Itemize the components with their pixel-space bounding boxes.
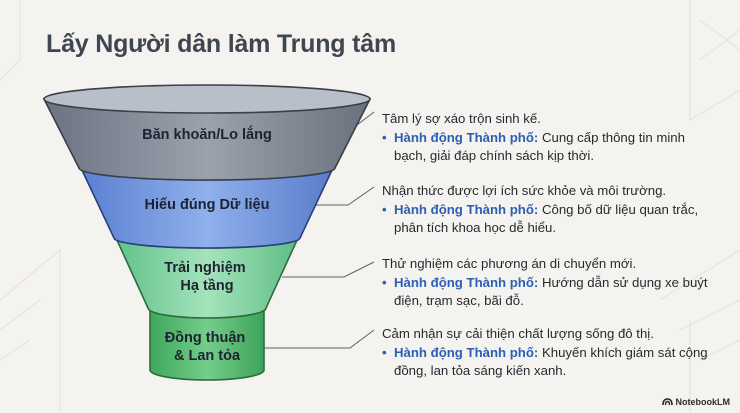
notebooklm-logo-icon xyxy=(661,398,673,406)
page-title: Lấy Người dân làm Trung tâm xyxy=(46,30,396,58)
stage-4-action-label: Hành động Thành phố: xyxy=(394,344,539,360)
stage-3-description: Thử nghiệm các phương án di chuyển mới. … xyxy=(382,255,712,311)
stage-1-summary: Tâm lý sợ xáo trộn sinh kế. xyxy=(382,111,541,126)
stage-4-summary: Cảm nhận sự cải thiện chất lượng sống đô… xyxy=(382,326,654,341)
stage-3-label: Trải nghiệm Hạ tầng xyxy=(164,260,249,294)
connector-line-4 xyxy=(263,329,375,349)
stage-3-action: • Hành động Thành phố: Hướng dẫn sử dụng … xyxy=(382,274,712,311)
bullet-icon: • xyxy=(382,201,387,217)
stage-4-action: • Hành động Thành phố: Khuyến khích giám … xyxy=(382,344,712,381)
connector-line-3 xyxy=(282,261,375,278)
stage-4-action-text: Khuyến khích giám sát cộng đồng, lan tỏa… xyxy=(394,344,708,379)
stage-3-action-text: Hướng dẫn sử dụng xe buýt điện, trạm sạc… xyxy=(394,274,708,309)
bullet-icon: • xyxy=(382,344,387,360)
stage-1-action-text: Cung cấp thông tin minh bạch, giải đáp c… xyxy=(394,129,685,164)
stage-2-action-label: Hành động Thành phố: xyxy=(394,201,539,217)
notebooklm-brand: NotebookLM xyxy=(661,397,731,407)
stage-4-label: Đồng thuận & Lan tỏa xyxy=(165,330,250,364)
stage-1-description: Tâm lý sợ xáo trộn sinh kế. • Hành động T… xyxy=(382,110,712,166)
stage-2-description: Nhận thức được lợi ích sức khỏe và môi t… xyxy=(382,182,712,238)
funnel-stage-1 xyxy=(42,84,372,181)
stage-2-label: Hiểu đúng Dữ liệu xyxy=(145,197,270,213)
stage-2-action-text: Công bố dữ liệu quan trắc, phân tích kho… xyxy=(394,201,699,236)
stage-1-action-label: Hành động Thành phố: xyxy=(394,129,539,145)
stage-3-summary: Thử nghiệm các phương án di chuyển mới. xyxy=(382,256,637,271)
stage-1-action: • Hành động Thành phố: Cung cấp thông tin… xyxy=(382,129,712,166)
bullet-icon: • xyxy=(382,274,387,290)
stage-4-description: Cảm nhận sự cải thiện chất lượng sống đô… xyxy=(382,325,712,381)
stage-3-action-label: Hành động Thành phố: xyxy=(394,274,539,290)
bullet-icon: • xyxy=(382,129,387,145)
stage-2-summary: Nhận thức được lợi ích sức khỏe và môi t… xyxy=(382,183,667,198)
brand-text: NotebookLM xyxy=(675,397,731,407)
stage-2-action: • Hành động Thành phố: Công bố dữ liệu qu… xyxy=(382,201,712,238)
stage-1-label: Băn khoăn/Lo lắng xyxy=(142,125,272,143)
